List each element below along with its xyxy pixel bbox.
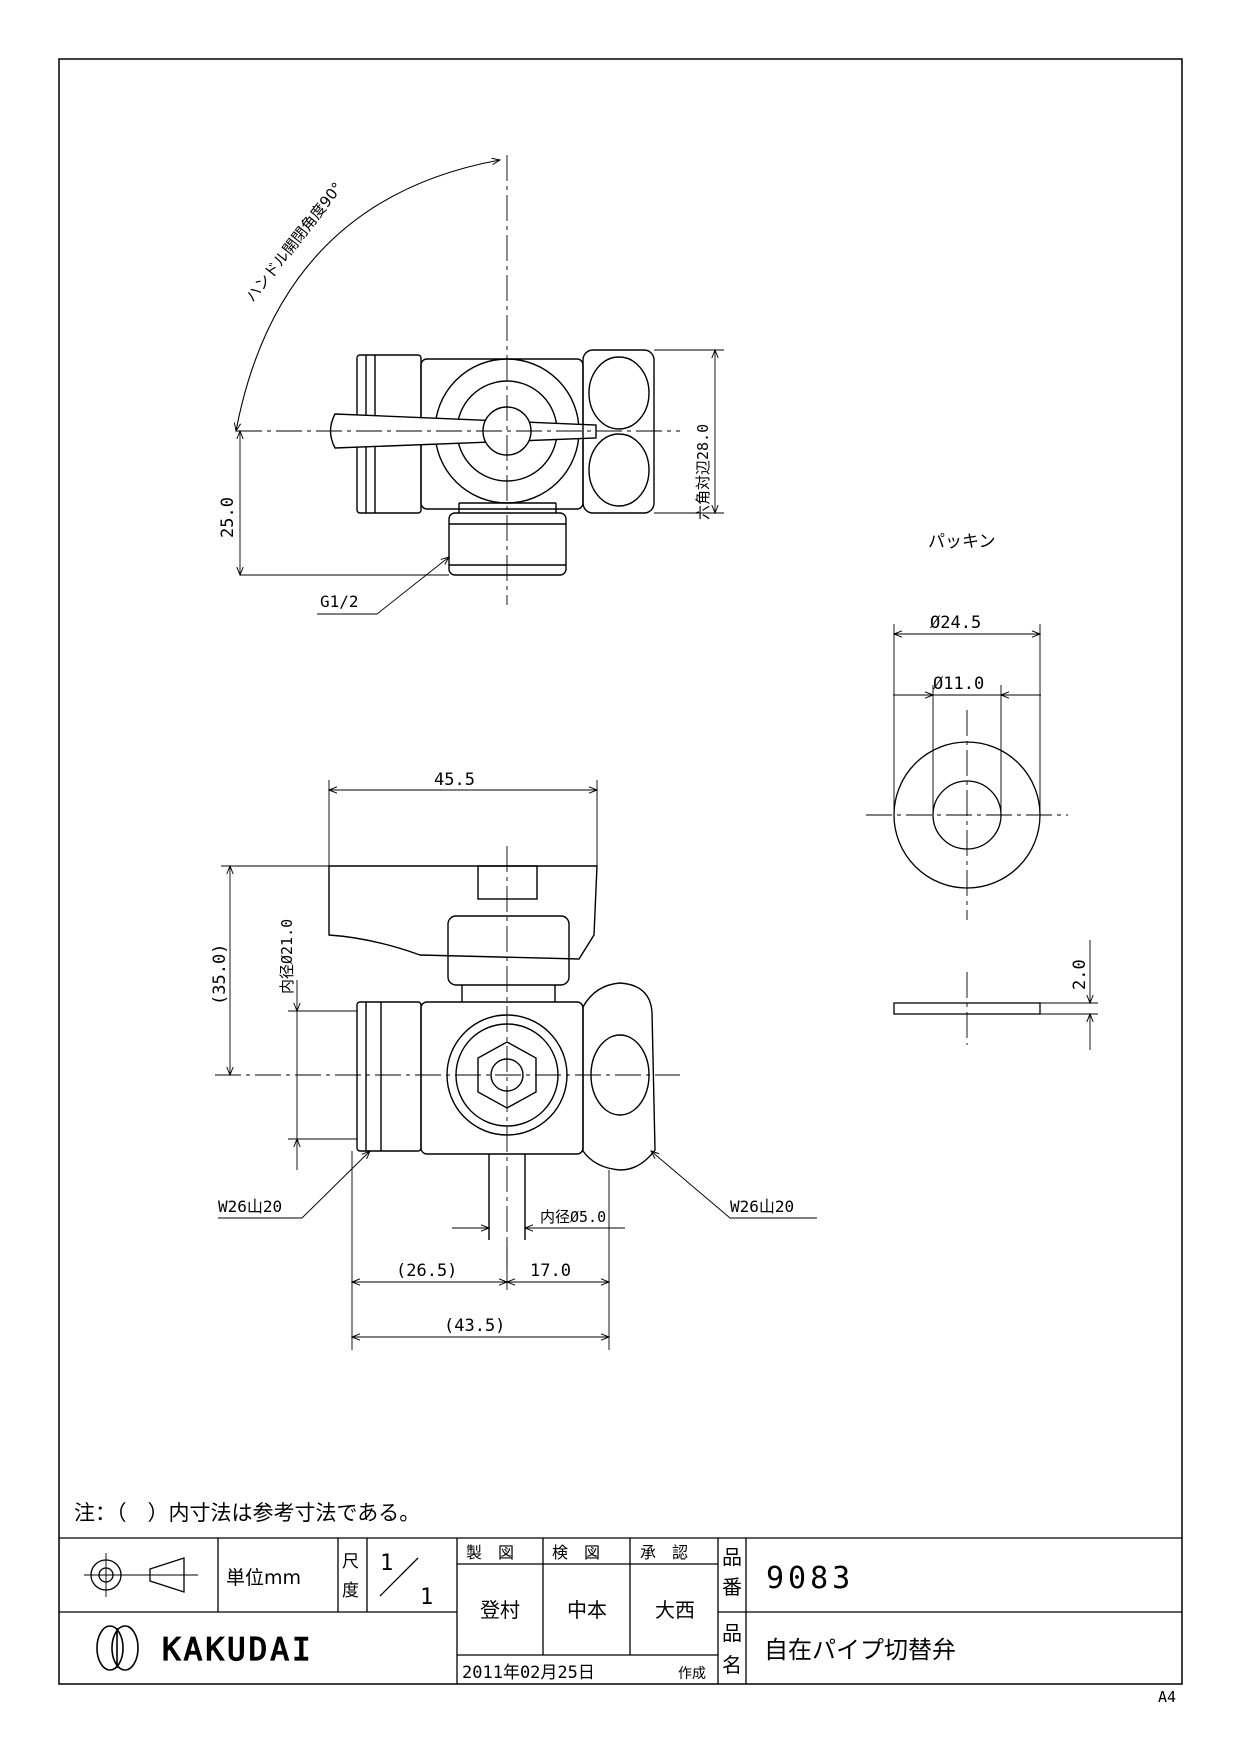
gasket-label: パッキン — [928, 532, 996, 552]
part-number: 9083 — [766, 1561, 854, 1596]
header-checked: 検 図 — [552, 1543, 600, 1562]
dim-35-label: (35.0) — [210, 944, 230, 1005]
top-view — [233, 155, 724, 615]
angle-arc — [233, 157, 502, 433]
approved-by: 大西 — [655, 1598, 695, 1622]
projection-symbol-icon — [84, 1553, 198, 1597]
drawn-by: 登村 — [480, 1598, 520, 1622]
dim-43-5-label: (43.5) — [444, 1316, 505, 1336]
bottom-connector — [448, 512, 567, 576]
scale-label-2: 度 — [342, 1581, 359, 1601]
front-handle — [328, 865, 598, 960]
dim-26-5-label: (26.5) — [396, 1261, 457, 1281]
thread-right-label: W26山20 — [730, 1197, 794, 1216]
dim-45-5-label: 45.5 — [434, 770, 475, 790]
gasket-thickness-label: 2.0 — [1070, 959, 1090, 990]
unit-label: 単位mm — [226, 1567, 301, 1589]
brand-name: KAKUDAI — [162, 1632, 314, 1668]
thread-left-label: W26山20 — [218, 1197, 282, 1216]
gasket-views — [866, 624, 1098, 1050]
thread-top-label: G1/2 — [320, 592, 359, 611]
inner-dia-21-label: 内径Ø21.0 — [278, 919, 296, 994]
stem-nut — [447, 915, 570, 986]
creation-date: 2011年02月25日 — [462, 1663, 595, 1683]
scale-denominator: 1 — [420, 1585, 433, 1610]
part-name-label-1: 品 — [722, 1621, 742, 1645]
inner-dia-5-label: 内径Ø5.0 — [540, 1208, 606, 1226]
hex-dimension-label: 六角対辺28.0 — [694, 424, 712, 520]
part-name-label-2: 名 — [722, 1653, 742, 1677]
dim-17-label: 17.0 — [530, 1261, 571, 1281]
paper-size: A4 — [1158, 1688, 1176, 1706]
creation-date-suffix: 作成 — [678, 1666, 706, 1682]
kakudai-logo-icon — [96, 1625, 139, 1671]
part-no-label-1: 品 — [722, 1545, 742, 1569]
stem-cap — [477, 865, 538, 900]
title-block — [59, 1537, 1182, 1684]
scale-numerator: 1 — [380, 1551, 393, 1576]
scale-label-1: 尺 — [342, 1552, 359, 1572]
gasket-outer-label: Ø24.5 — [930, 613, 981, 633]
front-view — [215, 780, 817, 1350]
dim-25-label: 25.0 — [218, 497, 238, 538]
reference-note: 注：（ ）内寸法は参考寸法である。 — [74, 1501, 420, 1525]
hex-union — [582, 349, 655, 514]
header-approved: 承 認 — [640, 1543, 688, 1562]
gasket-inner-label: Ø11.0 — [933, 674, 984, 694]
sheet-border — [58, 58, 1183, 1685]
part-name: 自在パイプ切替弁 — [764, 1636, 956, 1664]
front-union — [582, 982, 656, 1171]
part-no-label-2: 番 — [722, 1575, 742, 1599]
angle-note: ハンドル開閉角度90° — [242, 179, 346, 306]
checked-by: 中本 — [567, 1598, 607, 1622]
header-drawn: 製 図 — [466, 1543, 514, 1562]
